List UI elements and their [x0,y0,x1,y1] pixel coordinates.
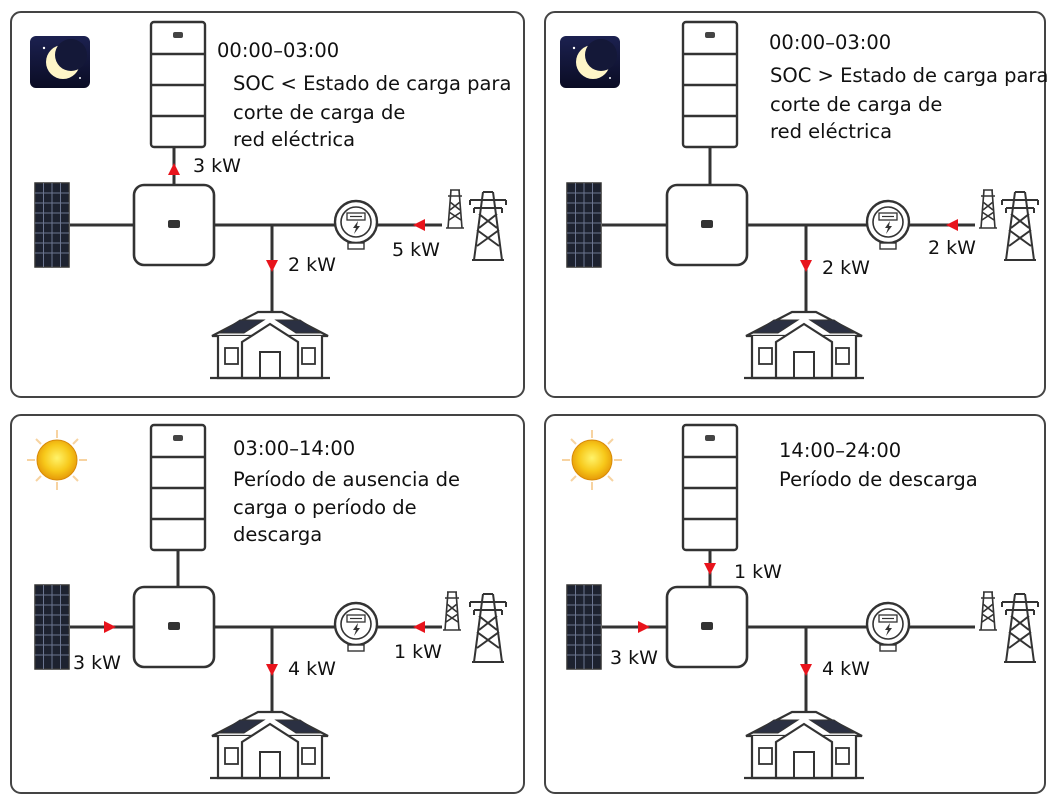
pv-panel [566,584,602,670]
battery-stack [149,423,207,552]
battery-flow-label: 1 kW [734,561,782,583]
pv-flow-label: 3 kW [610,647,658,669]
panel-4-desc-line-1: Período de descarga [779,468,978,491]
panel-3-desc-line-3: descarga [233,523,323,546]
smart-meter [865,601,911,653]
smart-meter [333,601,379,653]
inverter [132,183,216,267]
arrow-right-icon [638,621,650,633]
panel-frame-3 [10,414,525,794]
house-icon [742,310,866,380]
panel-1-desc-line-3: red eléctrica [233,128,356,151]
inverter [132,585,216,669]
battery-stack [681,20,739,149]
sun-icon [561,429,623,491]
arrow-right-icon [104,621,116,633]
grid-flow-label: 5 kW [392,239,440,261]
pv-panel [566,182,602,268]
panel-2-desc-line-3: red eléctrica [770,120,893,143]
pv-panel [34,584,70,670]
small-pylon-icon [978,591,998,631]
panel-3-time: 03:00–14:00 [233,437,356,460]
panel-1-wiring [70,146,442,312]
load-flow-label: 2 kW [288,254,336,276]
small-pylon-icon [445,189,465,229]
load-flow-label: 4 kW [822,658,870,680]
panel-3-wiring [70,550,442,712]
arrow-left-icon [413,219,425,231]
house-icon [742,710,866,780]
large-pylon-icon [1001,191,1039,261]
battery-stack [681,423,739,552]
smart-meter [865,199,911,251]
inverter [665,183,749,267]
moon-icon [560,36,620,88]
panel-2-desc-line-2: corte de carga de [770,93,943,116]
pv-flow-label: 3 kW [73,652,121,674]
panel-3-desc-line-2: carga o período de [233,496,417,519]
large-pylon-icon [469,191,507,261]
small-pylon-icon [978,189,998,229]
grid-flow-label: 1 kW [394,641,442,663]
house-icon [208,310,332,380]
panel-3-desc-line-1: Período de ausencia de [233,468,460,491]
inverter [665,585,749,669]
load-flow-label: 2 kW [822,257,870,279]
arrow-down-icon [704,563,716,575]
large-pylon-icon [469,593,507,663]
house-icon [208,710,332,780]
panel-frame-2 [544,11,1046,398]
large-pylon-icon [1001,593,1039,663]
panel-frame-1 [10,11,525,398]
panel-2-time: 00:00–03:00 [769,31,892,54]
small-pylon-icon [442,591,462,631]
panel-4-wiring [602,550,975,712]
panel-2-wiring [602,146,975,312]
panel-1-desc-line-1: SOC < Estado de carga para [233,72,512,95]
load-flow-label: 4 kW [288,658,336,680]
panel-1-time: 00:00–03:00 [217,39,340,62]
panel-2-desc-line-1: SOC > Estado de carga para [770,64,1049,87]
pv-panel [34,182,70,268]
arrow-down-icon [800,260,812,272]
battery-stack [149,20,207,149]
moon-icon [30,36,90,88]
grid-flow-label: 2 kW [928,237,976,259]
arrow-up-icon [168,163,180,175]
panel-4-time: 14:00–24:00 [779,439,902,462]
arrow-down-icon [800,664,812,676]
arrow-left-icon [946,219,958,231]
sun-icon [26,429,88,491]
arrow-left-icon [413,621,425,633]
arrow-down-icon [266,664,278,676]
panel-1-desc-line-2: corte de carga de [233,101,406,124]
battery-flow-label: 3 kW [193,155,241,177]
smart-meter [333,199,379,251]
panel-frame-4 [544,414,1046,794]
arrow-down-icon [266,260,278,272]
